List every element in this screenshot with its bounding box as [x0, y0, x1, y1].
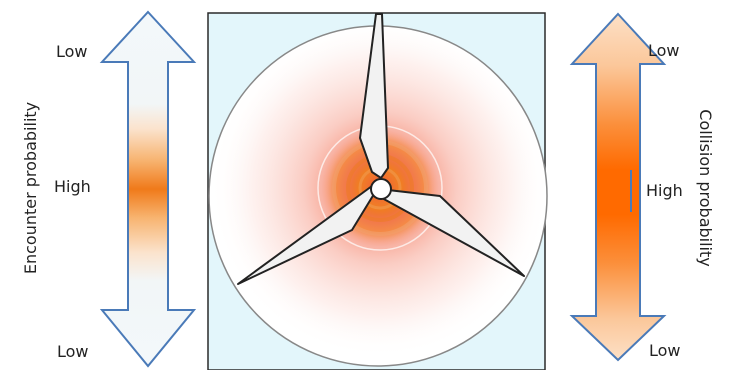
right-label-low-bottom: Low: [649, 341, 681, 360]
right-label-low-top: Low: [648, 41, 680, 60]
left-label-low-top: Low: [56, 42, 88, 61]
encounter-probability-title: Encounter probability: [21, 101, 40, 275]
left-label-high: High: [54, 177, 91, 196]
left-label-low-bottom: Low: [57, 342, 89, 361]
collision-probability-arrow: [569, 12, 667, 362]
encounter-probability-arrow: [99, 10, 197, 368]
collision-probability-title: Collision probability: [696, 109, 715, 267]
rotor-hub: [370, 178, 392, 200]
right-label-high: High: [646, 181, 683, 200]
